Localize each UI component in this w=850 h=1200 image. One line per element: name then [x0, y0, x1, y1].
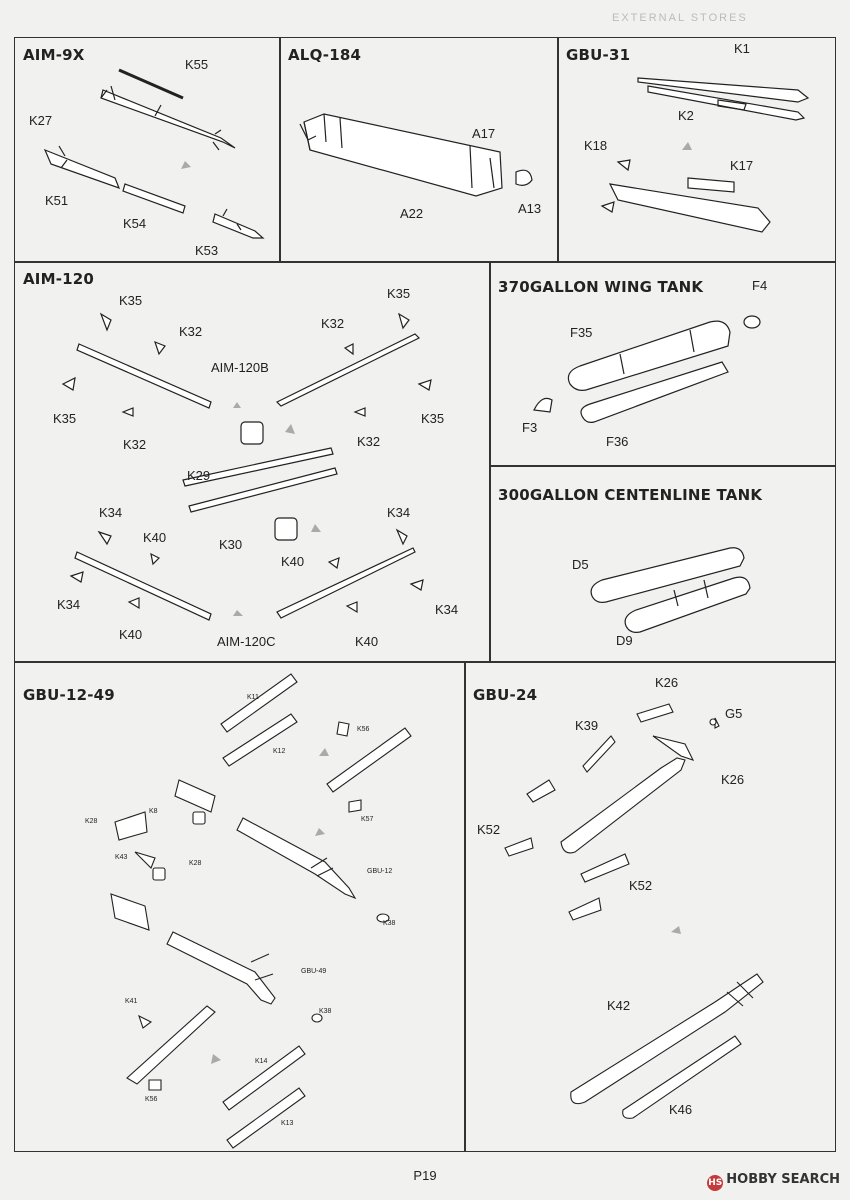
label-k54: K54 [123, 216, 147, 231]
alq184-drawing [299, 113, 533, 197]
panel-title: 370GALLON WING TANK [498, 278, 704, 296]
label-k35: K35 [53, 411, 77, 426]
panel-title: GBU-24 [473, 686, 538, 704]
label-gbu49: GBU-49 [301, 968, 327, 975]
tank370-drawing [533, 315, 761, 423]
label-f36: F36 [606, 434, 629, 449]
label-f35: F35 [570, 325, 593, 340]
label-k35: K35 [421, 411, 445, 426]
label-k51: K51 [45, 193, 69, 208]
label-gbu12: GBU-12 [367, 868, 393, 875]
label-k38: K38 [383, 920, 396, 927]
label-k17: K17 [730, 158, 754, 173]
panel-title: AIM-9X [23, 46, 85, 64]
label-k56: K56 [145, 1096, 158, 1103]
label-k11: K11 [247, 694, 259, 701]
label-k32: K32 [123, 437, 147, 452]
label-k28: K28 [85, 818, 98, 825]
label-f3: F3 [522, 420, 538, 435]
panel-alq184: ALQ-184 A17 A22 A13 [279, 37, 559, 263]
watermark-logo-icon: HS [707, 1175, 724, 1191]
label-k56: K56 [357, 726, 370, 733]
label-k40: K40 [355, 634, 379, 649]
label-k57: K57 [361, 816, 374, 823]
gbu1249-drawing [110, 673, 412, 1149]
panel-title: GBU-12-49 [23, 686, 115, 704]
panel-title: ALQ-184 [288, 46, 362, 64]
label-k42: K42 [607, 998, 631, 1013]
label-k34: K34 [435, 602, 459, 617]
label-aim120c: AIM-120C [217, 634, 276, 649]
label-k40: K40 [143, 530, 167, 545]
panel-gbu-12-49: GBU-12-49 [14, 661, 466, 1152]
label-k53: K53 [195, 243, 219, 258]
label-aim120b: AIM-120B [211, 360, 269, 375]
header-ghost-text: EXTERNAL STORES [612, 12, 748, 24]
label-k41: K41 [125, 998, 138, 1005]
label-k34: K34 [99, 505, 123, 520]
label-g5: G5 [725, 706, 743, 721]
label-a17: A17 [472, 126, 496, 141]
gbu31-drawing [600, 77, 810, 233]
panel-370-gallon-wing-tank: 370GALLON WING TANK F4 F35 F3 F36 [489, 261, 836, 467]
label-k28: K28 [189, 860, 202, 867]
label-k38: K38 [319, 1008, 332, 1015]
aim9x-drawing [43, 68, 265, 239]
label-k1: K1 [734, 41, 750, 56]
page-number: P19 [413, 1168, 437, 1183]
label-k32: K32 [321, 316, 345, 331]
label-k32: K32 [357, 434, 381, 449]
label-k39: K39 [575, 718, 599, 733]
label-k34: K34 [387, 505, 411, 520]
label-k40: K40 [281, 554, 305, 569]
label-f4: F4 [752, 278, 768, 293]
panel-aim9x: AIM-9X K55 K27 K51 K54 K53 [14, 37, 281, 263]
aim120-drawing [61, 312, 432, 621]
label-k52: K52 [477, 822, 501, 837]
watermark-text: HOBBY SEARCH [726, 1172, 840, 1187]
label-k46: K46 [669, 1102, 693, 1117]
label-k30: K30 [219, 537, 243, 552]
label-k14: K14 [255, 1058, 268, 1065]
label-k35: K35 [387, 286, 411, 301]
label-k8: K8 [149, 808, 158, 815]
label-k2: K2 [678, 108, 694, 123]
label-k35: K35 [119, 293, 143, 308]
label-a13: A13 [518, 201, 542, 216]
panel-title: 300GALLON CENTENLINE TANK [498, 486, 763, 504]
label-k13: K13 [281, 1120, 294, 1127]
label-k26: K26 [721, 772, 745, 787]
label-k43: K43 [115, 854, 128, 861]
tank300-drawing [590, 547, 751, 633]
label-k40: K40 [119, 627, 143, 642]
label-k32: K32 [179, 324, 203, 339]
label-k29: K29 [187, 468, 211, 483]
label-k27: K27 [29, 113, 53, 128]
gbu24-drawing [504, 703, 764, 1119]
panel-title: AIM-120 [23, 270, 95, 288]
label-k18: K18 [584, 138, 608, 153]
label-k12: K12 [273, 748, 286, 755]
label-k34: K34 [57, 597, 81, 612]
label-a22: A22 [400, 206, 424, 221]
label-d9: D9 [616, 633, 633, 648]
panel-aim120: AIM-120 [14, 261, 491, 663]
label-k55: K55 [185, 57, 209, 72]
panel-gbu24: GBU-24 K26 G5 K39 K26 K52 K52 K42 K46 [464, 661, 836, 1152]
panel-300-gallon-centerline-tank: 300GALLON CENTENLINE TANK D5 D9 [489, 465, 836, 663]
panel-gbu31: GBU-31 K1 K2 K18 K17 [557, 37, 836, 263]
label-k26: K26 [655, 675, 679, 690]
label-d5: D5 [572, 557, 589, 572]
panel-title: GBU-31 [566, 46, 631, 64]
label-k52: K52 [629, 878, 653, 893]
